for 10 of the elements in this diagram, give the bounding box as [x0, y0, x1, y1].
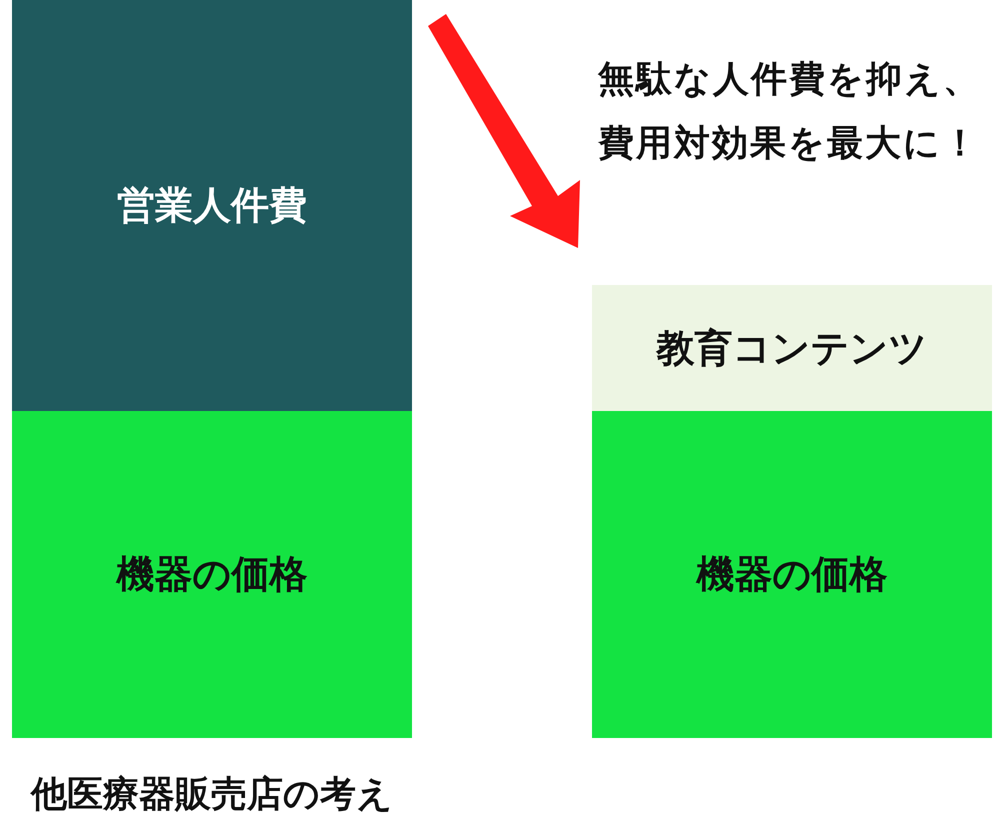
cost-block: [12, 411, 412, 738]
block-label: 教育コンテンツ: [656, 324, 928, 372]
block-label: 機器の価格: [696, 551, 888, 598]
column-caption: 他医療器販売店の考え: [29, 773, 394, 817]
cost-block: [592, 411, 992, 738]
note-text: 無駄な人件費を抑え、費用対効果を最大に！: [598, 58, 982, 166]
cost-block: [592, 285, 992, 411]
block-label: 機器の価格: [116, 551, 308, 598]
cost-block: [12, 0, 412, 411]
block-label: 営業人件費: [117, 182, 307, 229]
